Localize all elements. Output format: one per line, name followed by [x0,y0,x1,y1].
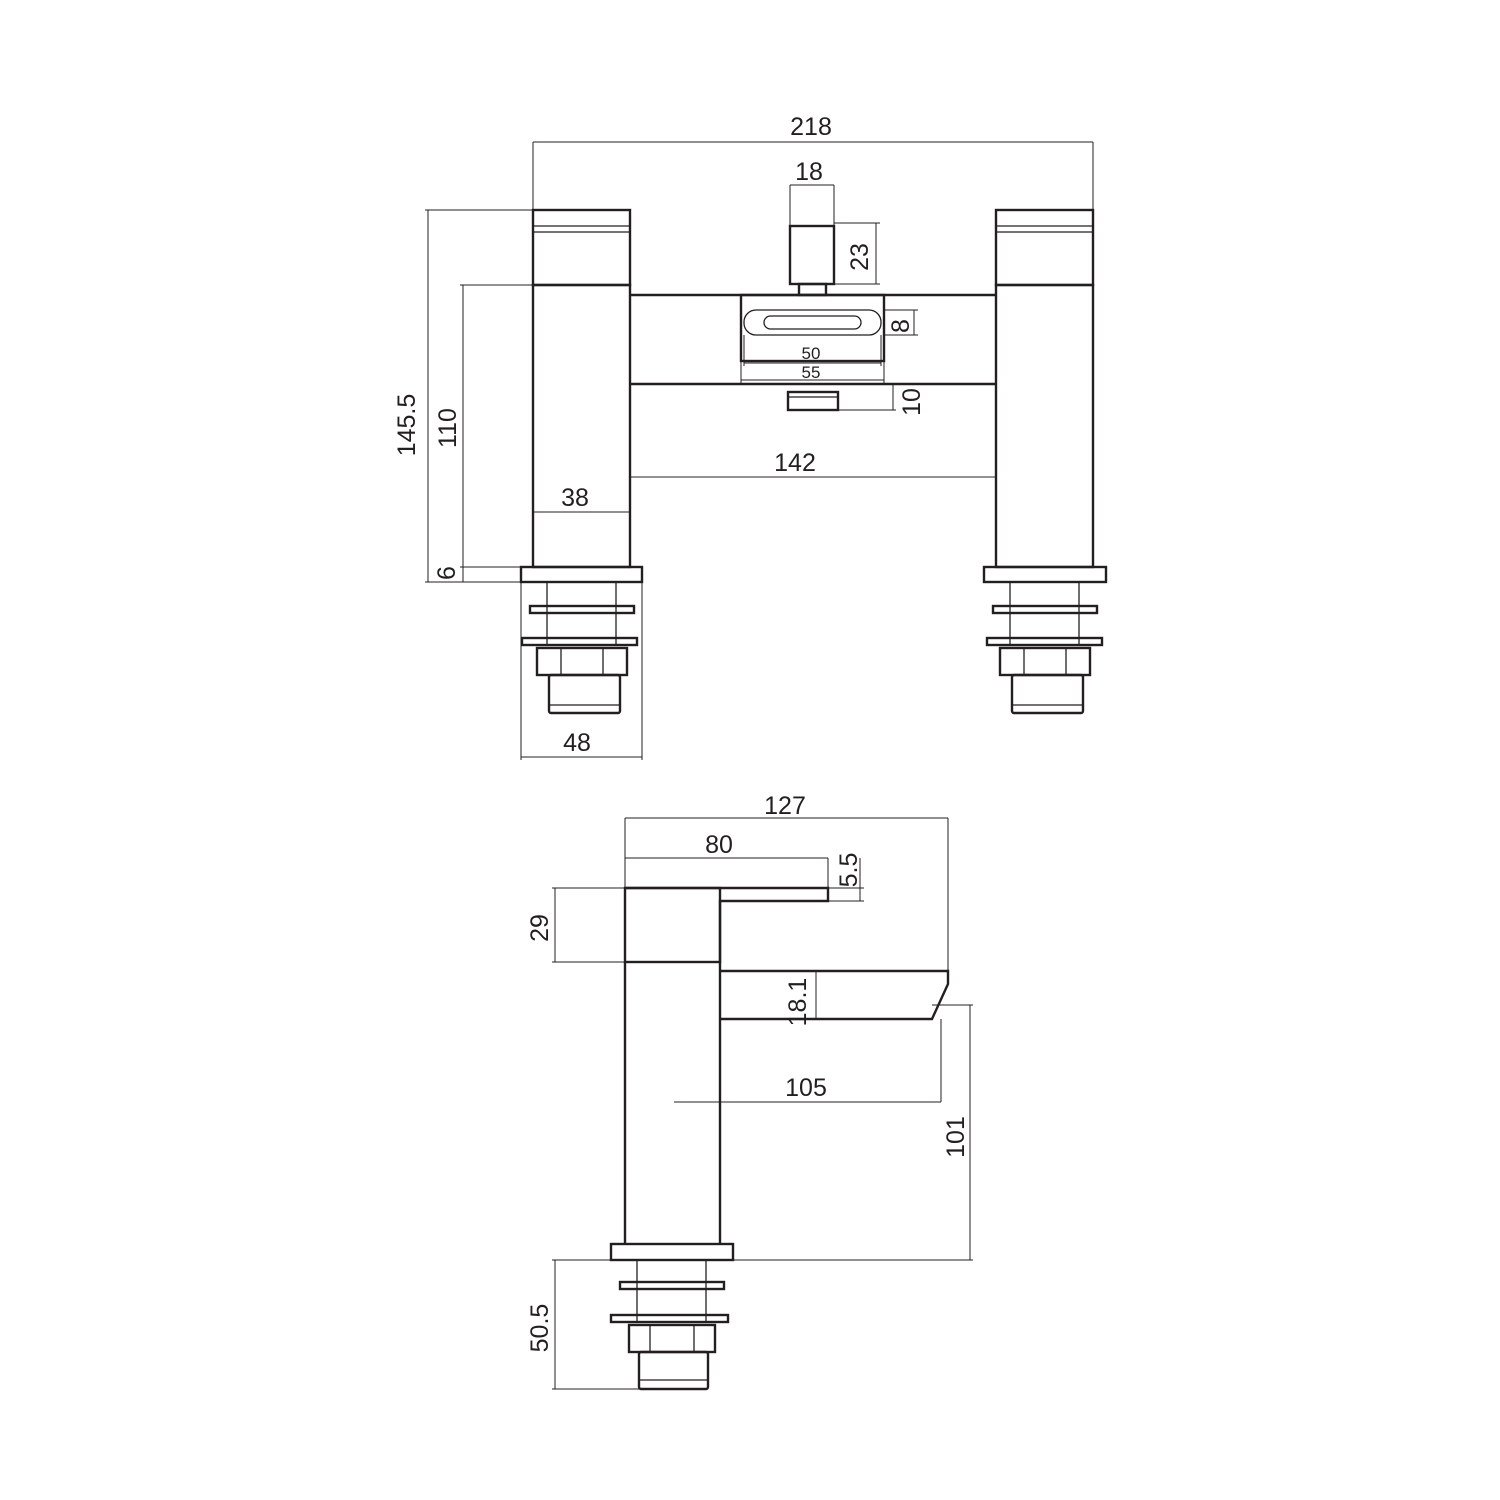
spout-height-label: 101 [942,1116,970,1158]
diverter-width-label: 18 [795,158,823,186]
overall-width-label: 218 [790,113,832,141]
pillar-width-label: 38 [561,484,589,512]
diverter-knob [788,224,836,297]
side-spout [720,969,950,1021]
spout-reach-label: 105 [785,1074,827,1102]
side-body [623,962,722,1244]
right-pillar [994,208,1095,569]
outlet-height-label: 10 [898,388,926,416]
diverter-slot [739,293,886,363]
left-pillar [531,208,632,569]
lever-thickness-label: 5.5 [835,853,863,888]
slot-inner-width-label: 50 [802,344,821,363]
front-view: 218 18 23 8 50 55 10 145.5 110 142 38 6 … [393,113,1108,760]
diverter-height-label: 23 [846,243,874,271]
outlet [786,390,840,412]
total-height-label: 145.5 [393,394,421,457]
right-base-fixing [982,565,1108,715]
side-head-lever [623,886,830,964]
front-dimension-lines [425,141,1094,760]
lever-length-label: 80 [705,831,733,859]
base-width-label: 48 [563,729,591,757]
overall-depth-label: 127 [764,792,806,820]
head-height-label: 29 [526,914,554,942]
side-view: 127 80 5.5 29 18.1 105 101 50.5 [526,792,973,1391]
spout-dimension-label: 18.1 [784,978,812,1027]
pillar-height-label: 110 [434,408,462,448]
slot-height-label: 8 [887,319,915,333]
left-base-fixing [519,565,644,715]
slot-outer-width-label: 55 [802,363,821,382]
side-base-fixing [609,1242,735,1391]
shank-length-label: 50.5 [526,1304,554,1353]
pillar-centres-label: 142 [774,449,816,477]
side-dimension-lines [552,817,973,1390]
base-thickness-label: 6 [433,566,461,580]
